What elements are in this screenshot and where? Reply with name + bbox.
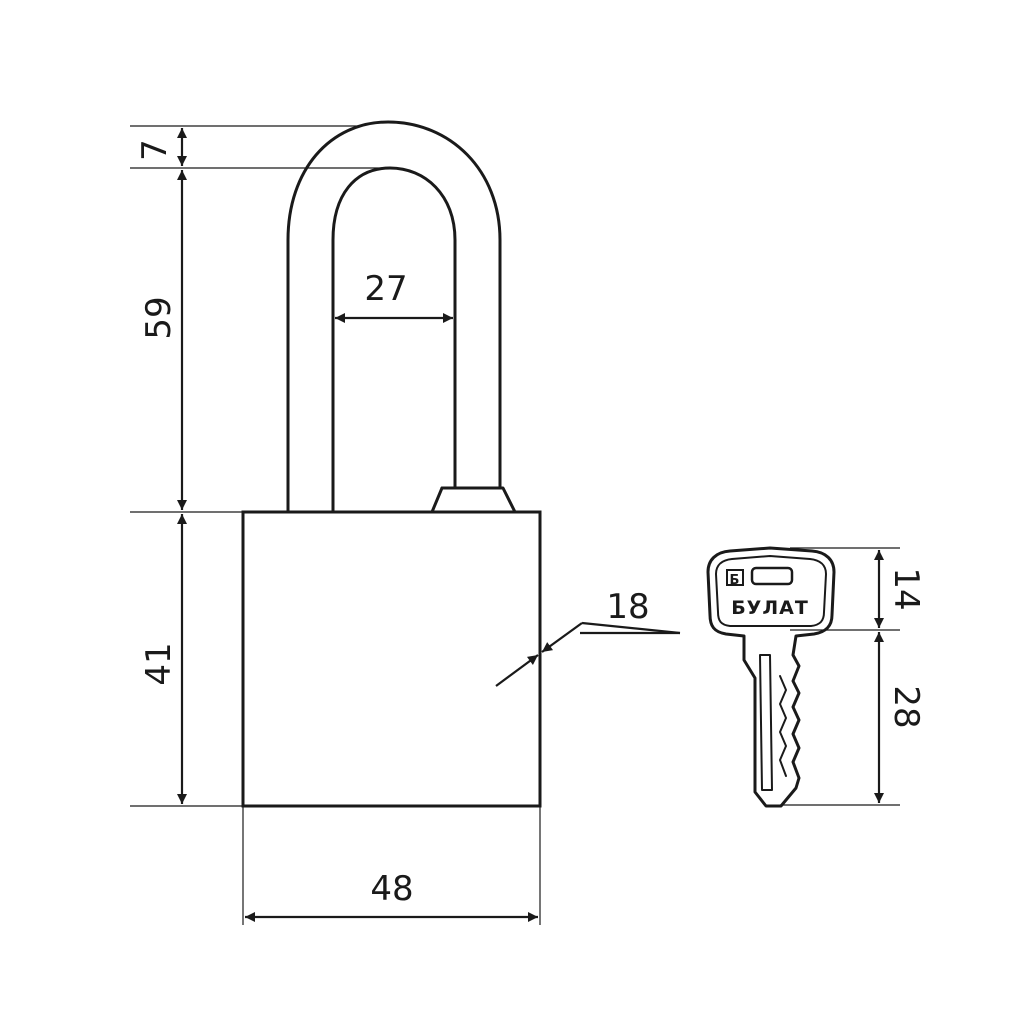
dimension-key-head-height-label: 14: [886, 567, 926, 610]
dimension-shackle-inner-width-label: 27: [364, 269, 407, 309]
key-logo-glyph: Б: [730, 573, 741, 588]
dimension-key-blade-length-label: 28: [886, 685, 926, 728]
dimension-body-height-label: 41: [139, 642, 179, 685]
dimension-shackle-thickness: 7: [135, 128, 187, 166]
dimension-shackle-height: 59: [139, 170, 187, 510]
lock-body: [241, 510, 542, 808]
dimension-body-width: 48: [245, 869, 538, 922]
dimension-key-blade-length: 28: [874, 632, 926, 803]
extension-lines: [130, 125, 900, 925]
key-logo-icon: [726, 569, 744, 586]
key-slot-icon: [750, 566, 794, 586]
dimension-body-width-label: 48: [370, 869, 413, 909]
key: Б БУЛАТ: [706, 546, 836, 808]
dimension-shackle-thickness-label: 7: [135, 139, 175, 161]
dimension-body-height: 41: [139, 514, 187, 804]
dimension-shackle-height-label: 59: [139, 296, 179, 339]
key-brand-label: БУЛАТ: [731, 597, 809, 619]
dimension-shackle-inner-width: 27: [335, 269, 453, 323]
dimension-key-head-height: 14: [874, 550, 926, 628]
dimension-body-depth-label: 18: [606, 587, 649, 627]
dimension-body-depth: 18: [495, 587, 681, 687]
